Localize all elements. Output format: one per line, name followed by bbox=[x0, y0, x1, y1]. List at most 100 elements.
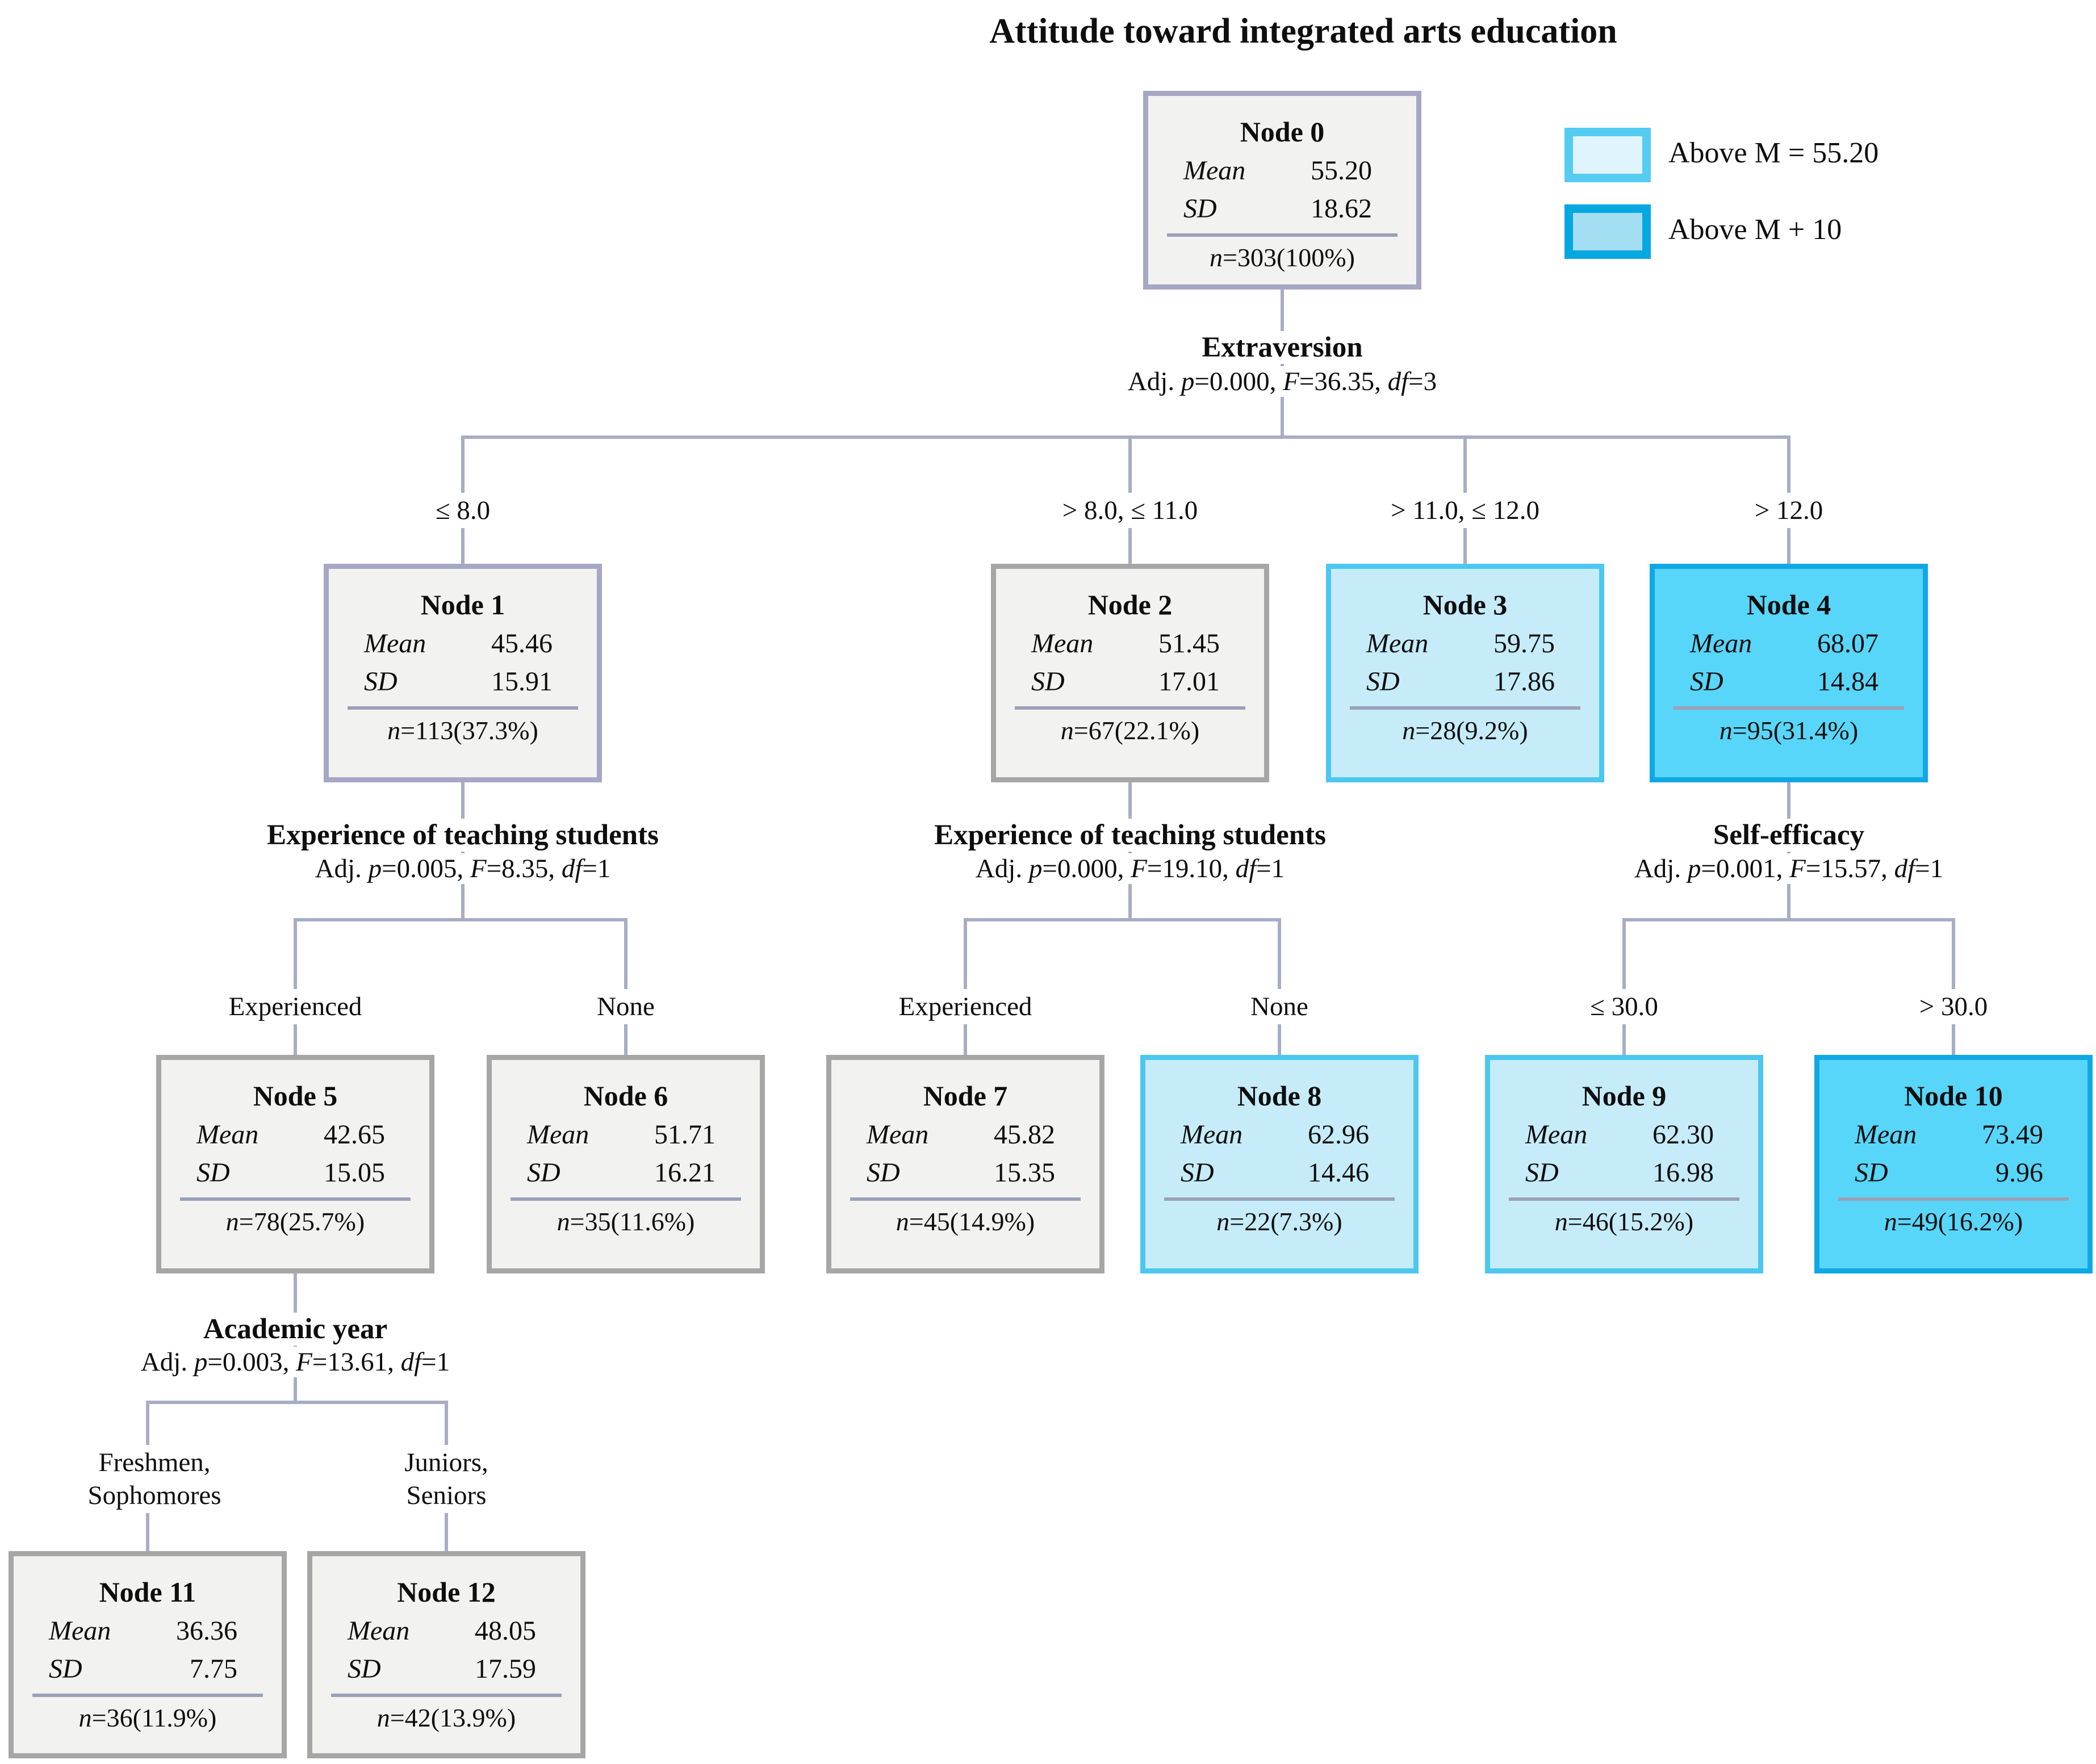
sd-value: 16.21 bbox=[654, 1158, 716, 1188]
split-variable-academicyear: Academic year bbox=[194, 1313, 397, 1346]
node-divider bbox=[1838, 1197, 2069, 1201]
branch-label-juniors-seniors: Juniors, Seniors bbox=[394, 1445, 499, 1513]
sd-label: SD bbox=[1366, 667, 1400, 697]
mean-value: 36.36 bbox=[176, 1616, 237, 1646]
n-value: =113(37.3%) bbox=[400, 716, 538, 745]
n-value: =28(9.2%) bbox=[1415, 716, 1528, 745]
sd-row: SD 14.46 bbox=[1145, 1157, 1413, 1188]
branch-label-line1: Freshmen, bbox=[98, 1448, 211, 1477]
stats-df-value: =1 bbox=[582, 854, 611, 883]
branch-label-gt-30: > 30.0 bbox=[1909, 989, 1998, 1024]
n-label: n bbox=[376, 1703, 390, 1732]
stats-df-symbol: df bbox=[400, 1347, 422, 1377]
sd-label: SD bbox=[196, 1158, 230, 1188]
sd-value: 15.05 bbox=[324, 1158, 385, 1188]
branch-label-11-to-12: > 11.0, ≤ 12.0 bbox=[1380, 493, 1550, 528]
stats-adj-label: Adj. bbox=[1634, 854, 1688, 883]
n-label: n bbox=[78, 1703, 92, 1732]
node-title: Node 7 bbox=[923, 1080, 1008, 1112]
split-stats-extraversion: Adj. p=0.000, F=36.35, df=3 bbox=[1118, 366, 1446, 397]
stats-df-symbol: df bbox=[1235, 854, 1257, 883]
sd-value: 15.91 bbox=[491, 667, 553, 697]
mean-label: Mean bbox=[364, 628, 426, 659]
n-value: =22(7.3%) bbox=[1229, 1207, 1342, 1236]
mean-value: 55.20 bbox=[1311, 156, 1372, 186]
stats-df-value: =1 bbox=[1915, 854, 1944, 883]
sd-label: SD bbox=[49, 1654, 82, 1684]
branch-label-gt-12: > 12.0 bbox=[1744, 493, 1834, 528]
n-value: =95(31.4%) bbox=[1732, 716, 1859, 745]
n-value: =49(16.2%) bbox=[1897, 1207, 2023, 1236]
connector-rail-level1 bbox=[461, 435, 1790, 439]
mean-value: 68.07 bbox=[1817, 628, 1879, 659]
sd-value: 14.46 bbox=[1308, 1158, 1369, 1188]
node-title: Node 6 bbox=[583, 1080, 668, 1112]
split-stats-teaching2: Adj. p=0.000, F=19.10, df=1 bbox=[966, 853, 1294, 884]
sd-value: 7.75 bbox=[190, 1654, 237, 1684]
n-row: n=95(31.4%) bbox=[1720, 715, 1858, 745]
sd-label: SD bbox=[1525, 1158, 1559, 1188]
sd-label: SD bbox=[867, 1158, 900, 1188]
node-divider bbox=[1015, 706, 1245, 710]
connector-branch-node10 bbox=[1952, 920, 1955, 1055]
n-row: n=35(11.6%) bbox=[557, 1206, 695, 1237]
legend-above-mean-plus-10-swatch bbox=[1564, 204, 1651, 259]
branch-label-line1: Juniors, bbox=[404, 1448, 488, 1477]
node-title: Node 3 bbox=[1423, 589, 1508, 621]
n-label: n bbox=[1554, 1207, 1568, 1236]
split-variable-teaching1: Experience of teaching students bbox=[258, 819, 668, 852]
stats-f-symbol: F bbox=[1131, 854, 1147, 883]
node-title: Node 10 bbox=[1904, 1080, 2003, 1112]
sd-value: 16.98 bbox=[1652, 1158, 1714, 1188]
mean-value: 73.49 bbox=[1982, 1120, 2043, 1150]
page-title: Attitude toward integrated arts educatio… bbox=[989, 12, 1617, 51]
sd-label: SD bbox=[1031, 667, 1065, 697]
node-title: Node 5 bbox=[253, 1080, 338, 1112]
n-label: n bbox=[1210, 243, 1223, 272]
mean-value: 48.05 bbox=[475, 1616, 536, 1646]
split-stats-academicyear: Adj. p=0.003, F=13.61, df=1 bbox=[131, 1347, 459, 1377]
sd-label: SD bbox=[1855, 1158, 1888, 1188]
stats-p-value: =0.001, bbox=[1701, 854, 1790, 883]
node-divider bbox=[850, 1197, 1081, 1201]
sd-label: SD bbox=[348, 1654, 381, 1684]
node-divider bbox=[1674, 706, 1904, 710]
stats-f-symbol: F bbox=[470, 854, 487, 883]
connector-rail-teaching1 bbox=[294, 918, 627, 921]
node-divider bbox=[511, 1197, 741, 1201]
connector-rail-teaching2 bbox=[964, 918, 1281, 921]
n-row: n=46(15.2%) bbox=[1555, 1206, 1693, 1237]
n-row: n=45(14.9%) bbox=[896, 1206, 1035, 1237]
node-divider bbox=[1350, 706, 1580, 710]
split-variable-extraversion: Extraversion bbox=[1193, 331, 1372, 364]
sd-label: SD bbox=[1690, 667, 1723, 697]
sd-label: SD bbox=[1181, 1158, 1214, 1188]
n-row: n=78(25.7%) bbox=[226, 1206, 365, 1237]
stats-adj-label: Adj. bbox=[975, 854, 1029, 883]
legend-above-mean-plus-10-label: Above M + 10 bbox=[1668, 213, 1842, 246]
node-title: Node 9 bbox=[1582, 1080, 1667, 1112]
stats-adj-label: Adj. bbox=[1127, 367, 1181, 396]
split-variable-selfefficacy: Self-efficacy bbox=[1704, 819, 1874, 852]
stats-p-value: =0.003, bbox=[207, 1347, 296, 1377]
mean-label: Mean bbox=[1183, 156, 1246, 186]
